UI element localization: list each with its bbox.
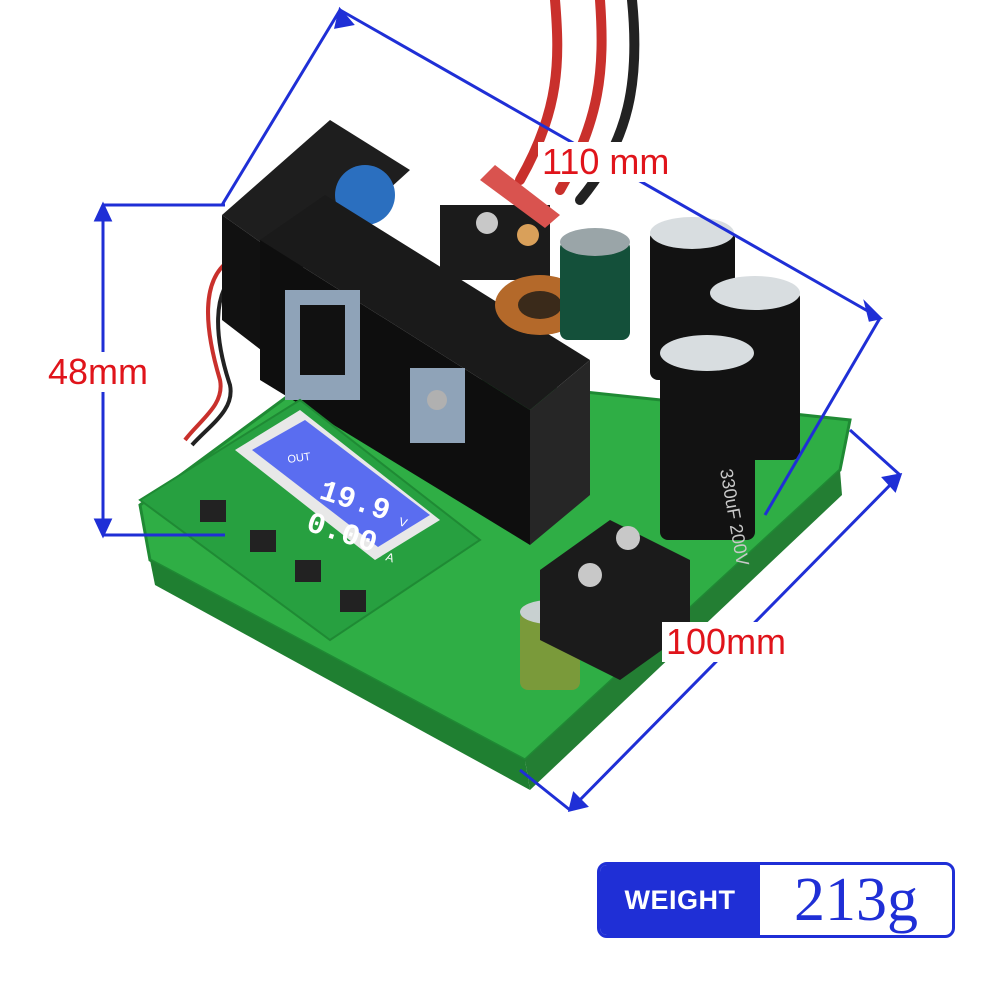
lcd-mode-label: OUT xyxy=(287,451,312,466)
height-dimension-label: 48mm xyxy=(44,352,153,392)
lcd-voltage-unit: V xyxy=(397,515,409,531)
lcd-current-unit: A xyxy=(384,550,396,566)
push-buttons xyxy=(200,500,366,612)
weight-label: WEIGHT xyxy=(600,865,760,935)
width-dimension-label: 100mm xyxy=(662,622,791,662)
weight-badge: WEIGHT 213g xyxy=(597,862,955,938)
lcd-screen xyxy=(252,420,430,547)
heatsink xyxy=(260,195,590,545)
input-terminal-block xyxy=(440,165,560,280)
weight-value: 213g xyxy=(794,866,918,934)
lcd-display-module xyxy=(138,398,482,642)
output-terminal-block xyxy=(540,520,690,680)
electrolytic-capacitors xyxy=(520,217,800,690)
length-dimension-label: 110 mm xyxy=(538,142,674,182)
